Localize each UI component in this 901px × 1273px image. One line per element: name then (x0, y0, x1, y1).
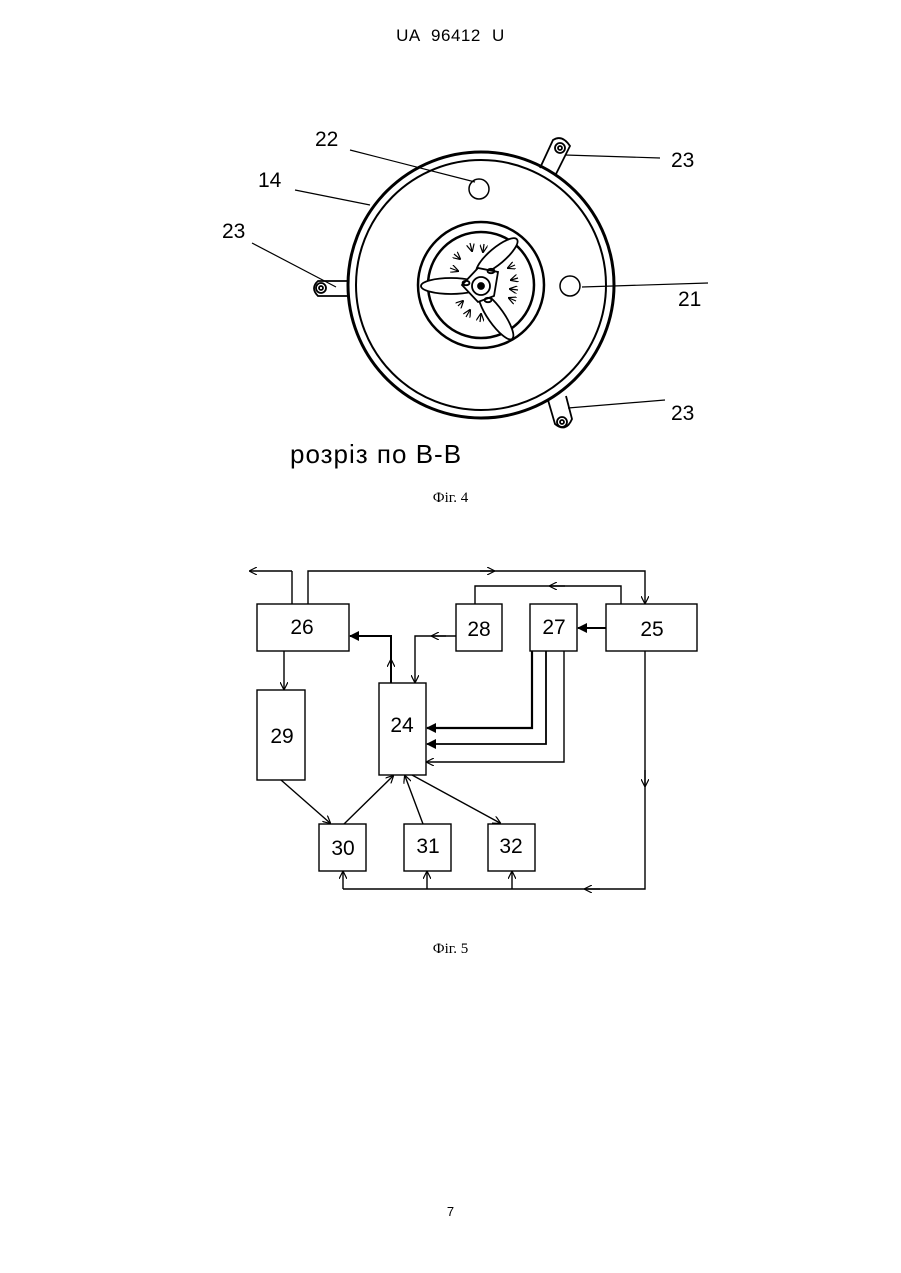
figure-4-caption: Фіг. 4 (0, 490, 901, 507)
label-23-left: 23 (222, 220, 245, 243)
block-28-label: 28 (467, 618, 490, 641)
block-30-label: 30 (331, 837, 354, 860)
hole-22 (469, 179, 489, 199)
link-24-to-32 (412, 775, 500, 823)
block-31-label: 31 (416, 835, 439, 858)
link-27-to-24-c (427, 651, 564, 762)
section-label: розріз по В-В (290, 439, 462, 469)
link-26-to-25 (308, 571, 645, 604)
link-27-to-24-b (427, 651, 546, 744)
figure-5-caption: Фіг. 5 (0, 941, 901, 958)
label-14: 14 (258, 169, 282, 192)
block-27-label: 27 (542, 616, 565, 639)
mounting-lug-left (314, 281, 348, 296)
block-32-label: 32 (499, 835, 522, 858)
label-22: 22 (315, 128, 338, 151)
label-21: 21 (678, 288, 701, 311)
link-30-to-24 (344, 776, 393, 824)
label-23-top-right: 23 (671, 149, 694, 172)
hole-21 (560, 276, 580, 296)
link-31-to-24 (405, 776, 423, 824)
block-24-label: 24 (390, 714, 414, 737)
link-25-to-28 (475, 586, 621, 604)
link-27-to-24-a (427, 651, 532, 728)
block-25-label: 25 (640, 618, 663, 641)
page-number: 7 (0, 1204, 901, 1219)
link-28-to-24 (415, 636, 456, 682)
link-24-to-26 (350, 636, 391, 683)
block-29-label: 29 (270, 725, 293, 748)
block-26-label: 26 (290, 616, 313, 639)
link-29-to-30 (281, 780, 330, 823)
link-25-to-bus (343, 651, 645, 889)
figure-4-drawing (252, 138, 708, 428)
label-23-bottom-right: 23 (671, 402, 694, 425)
mounting-lug-bottom-right (548, 396, 572, 428)
